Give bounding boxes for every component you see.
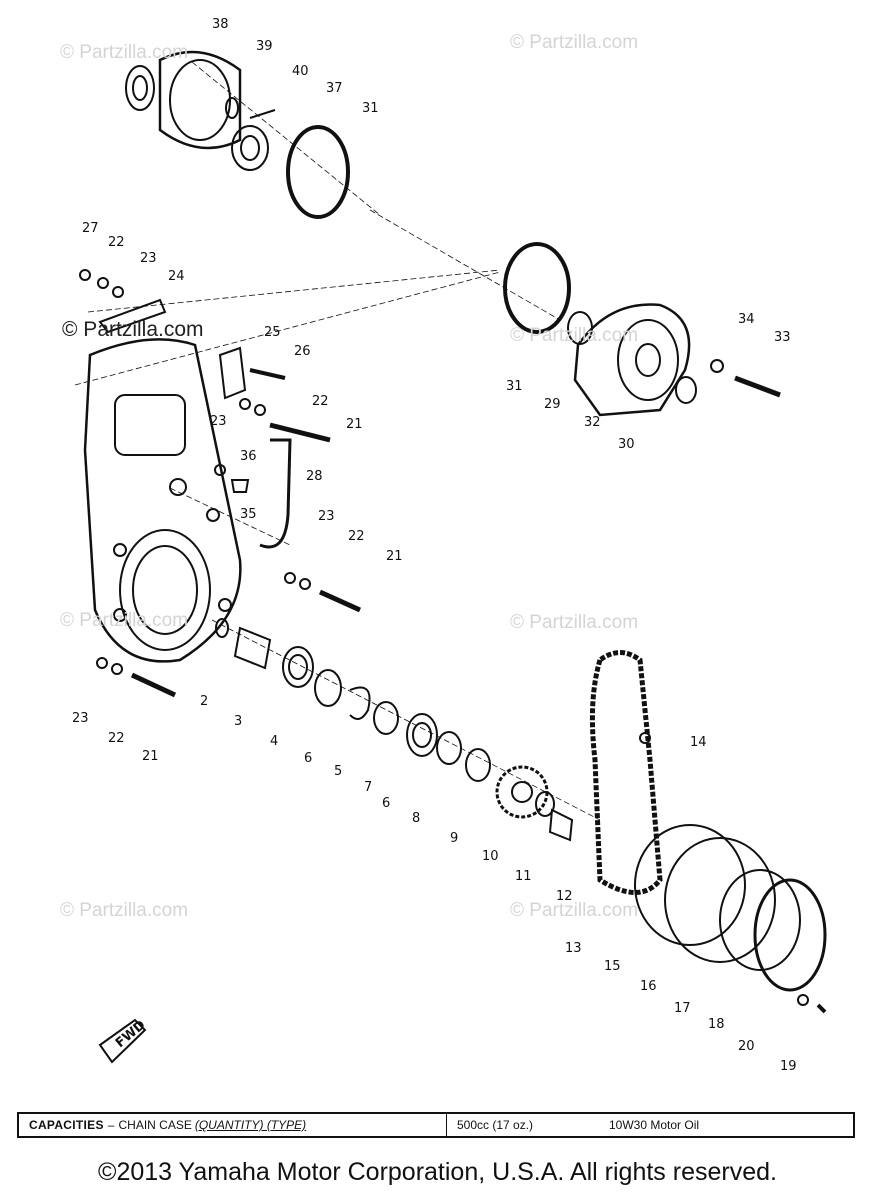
part-callout-31: 31 <box>362 101 379 116</box>
bracket-parts <box>74 269 501 386</box>
shaft-parts <box>211 618 601 842</box>
watermark: © Partzilla.com <box>510 612 639 633</box>
part-callout-23: 23 <box>318 509 335 524</box>
copyright-footer: ©2013 Yamaha Motor Corporation, U.S.A. A… <box>98 1158 777 1186</box>
watermark-main: © Partzilla.com <box>62 318 204 341</box>
part-callout-36: 36 <box>240 449 257 464</box>
capacities-item: CHAIN CASE <box>118 1118 192 1132</box>
top-cover-assembly <box>125 50 381 219</box>
part-callout-3: 3 <box>234 714 242 729</box>
part-callout-4: 4 <box>270 734 278 749</box>
part-callout-23: 23 <box>140 251 157 266</box>
part-callout-40: 40 <box>292 64 309 79</box>
capacities-quantity: 500cc (17 oz.) <box>457 1118 534 1132</box>
part-callout-33: 33 <box>774 330 791 345</box>
part-callout-17: 17 <box>674 1001 691 1016</box>
part-callout-15: 15 <box>604 959 621 974</box>
part-callout-19: 19 <box>780 1059 797 1074</box>
part-callout-23: 23 <box>72 711 89 726</box>
part-callout-16: 16 <box>640 979 657 994</box>
part-callout-30: 30 <box>618 437 635 452</box>
part-callout-12: 12 <box>556 889 573 904</box>
watermark: © Partzilla.com <box>60 900 189 921</box>
part-callout-11: 11 <box>515 869 532 884</box>
capacities-dash: – <box>107 1118 115 1132</box>
part-callout-6: 6 <box>382 796 390 811</box>
chain-assembly <box>589 650 827 1014</box>
part-callout-21: 21 <box>386 549 403 564</box>
watermark: © Partzilla.com <box>510 325 639 346</box>
capacities-qualifier: (QUANTITY) (TYPE) <box>194 1118 307 1132</box>
capacities-title: CAPACITIES <box>29 1118 104 1132</box>
part-callout-22: 22 <box>108 731 125 746</box>
part-callout-23: 23 <box>210 414 227 429</box>
part-callout-13: 13 <box>565 941 582 956</box>
part-callout-9: 9 <box>450 831 458 846</box>
part-callout-6: 6 <box>304 751 312 766</box>
watermark: © Partzilla.com <box>510 32 639 53</box>
part-callout-29: 29 <box>544 397 561 412</box>
part-callout-26: 26 <box>294 344 311 359</box>
watermark: © Partzilla.com <box>510 900 639 921</box>
watermark: © Partzilla.com <box>60 610 189 631</box>
part-callout-25: 25 <box>264 325 281 340</box>
part-callout-18: 18 <box>708 1017 725 1032</box>
part-callout-20: 20 <box>738 1039 755 1054</box>
right-cover-assembly <box>369 209 781 417</box>
part-callout-21: 21 <box>142 749 159 764</box>
part-callout-7: 7 <box>364 780 372 795</box>
part-callout-14: 14 <box>690 735 707 750</box>
watermark: © Partzilla.com <box>60 42 189 63</box>
capacities-table: CAPACITIES – CHAIN CASE (QUANTITY) (TYPE… <box>17 1112 855 1138</box>
part-callout-35: 35 <box>240 507 257 522</box>
part-callout-37: 37 <box>326 81 343 96</box>
bolts-middle <box>96 572 362 698</box>
exploded-parts-diagram: FWD 383940373127222324252623222136283523… <box>72 17 827 1074</box>
part-callout-31: 31 <box>506 379 523 394</box>
capacities-type: 10W30 Motor Oil <box>609 1118 700 1132</box>
part-callout-38: 38 <box>212 17 229 32</box>
bolts-upper <box>169 346 331 549</box>
part-callout-32: 32 <box>584 415 601 430</box>
part-callout-22: 22 <box>348 529 365 544</box>
part-callout-5: 5 <box>334 764 342 779</box>
part-callout-2: 2 <box>200 694 208 709</box>
part-callout-34: 34 <box>738 312 755 327</box>
part-callout-10: 10 <box>482 849 499 864</box>
fwd-arrow-icon <box>98 1018 147 1064</box>
part-callout-22: 22 <box>108 235 125 250</box>
part-callout-8: 8 <box>412 811 420 826</box>
part-callout-28: 28 <box>306 469 323 484</box>
part-callout-24: 24 <box>168 269 185 284</box>
part-callout-22: 22 <box>312 394 329 409</box>
part-callout-39: 39 <box>256 39 273 54</box>
capacities-label-cell: CAPACITIES – CHAIN CASE (QUANTITY) (TYPE… <box>19 1114 447 1136</box>
part-callout-21: 21 <box>346 417 363 432</box>
part-callout-27: 27 <box>82 221 99 236</box>
